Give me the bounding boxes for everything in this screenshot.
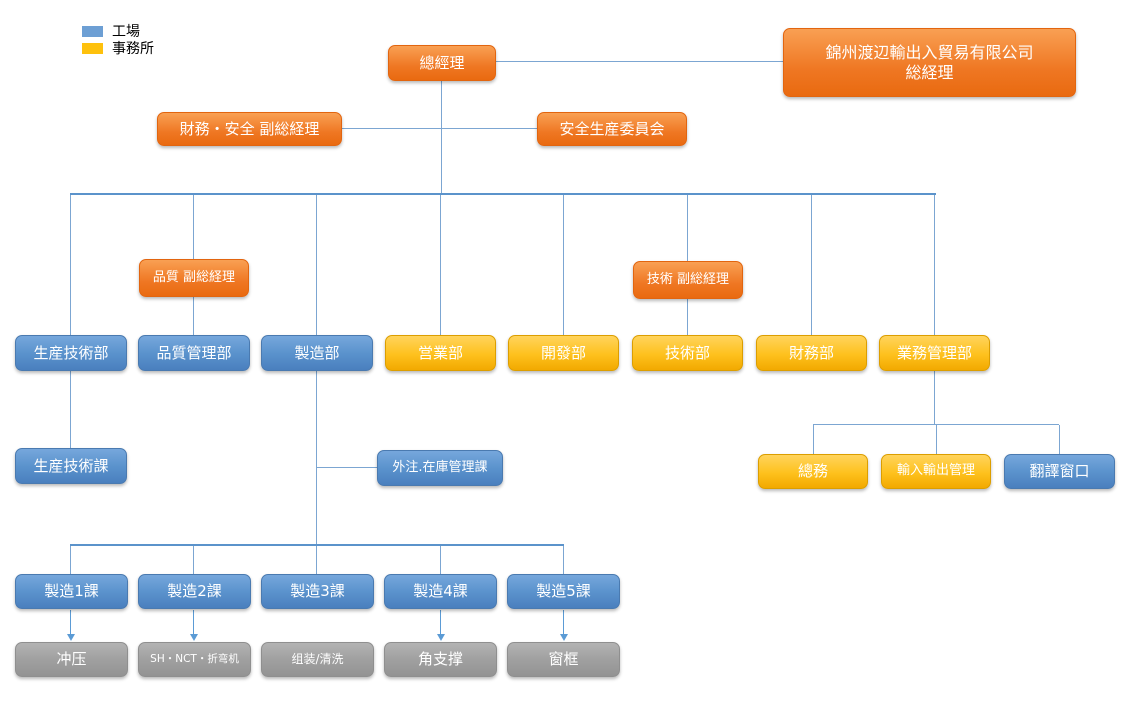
node-dept-production-tech: 生産技術部: [15, 335, 127, 371]
connector: [563, 546, 564, 574]
arrow-line: [193, 610, 194, 634]
arrow-line: [440, 610, 441, 634]
connector: [442, 128, 537, 129]
node-dept-sales: 営業部: [385, 335, 496, 371]
node-dept-technology: 技術部: [632, 335, 743, 371]
connector: [70, 195, 71, 335]
node-quality-vgm: 品質 副総経理: [139, 259, 249, 297]
node-dept-development: 開發部: [508, 335, 619, 371]
connector: [811, 195, 812, 335]
connector: [813, 425, 814, 454]
node-mfg-sec5: 製造5課: [507, 574, 620, 609]
node-sec-production-tech: 生産技術課: [15, 448, 127, 484]
connector: [936, 425, 937, 454]
node-dept-manufacturing: 製造部: [261, 335, 373, 371]
office-color-swatch: [82, 42, 103, 54]
arrow-down-icon: [560, 634, 568, 641]
connector: [70, 546, 71, 574]
connector: [70, 193, 936, 195]
node-sec-general-affairs: 總務: [758, 454, 868, 489]
node-company-title: 錦州渡辺輸出入貿易有限公司 総経理: [783, 28, 1076, 97]
node-tech-vgm: 技術 副総経理: [633, 261, 743, 299]
node-process-assembly-cleaning: 组装/清洗: [261, 642, 374, 677]
arrow-down-icon: [190, 634, 198, 641]
node-dept-quality-mgmt: 品質管理部: [138, 335, 250, 371]
node-sec-import-export: 輸入輸出管理: [881, 454, 991, 489]
connector: [441, 81, 442, 194]
legend-item-office: 事務所: [82, 40, 154, 57]
node-dept-finance: 財務部: [756, 335, 867, 371]
connector: [496, 61, 783, 62]
connector: [70, 371, 71, 449]
company-role: 総経理: [905, 62, 954, 82]
arrow-down-icon: [67, 634, 75, 641]
node-process-window-frame: 窗框: [507, 642, 620, 677]
connector: [1059, 425, 1060, 454]
connector: [316, 467, 377, 468]
connector: [440, 195, 441, 335]
arrow-down-icon: [437, 634, 445, 641]
connector: [70, 544, 564, 546]
node-safety-committee: 安全生産委員会: [537, 112, 687, 146]
legend-factory-label: 工場: [112, 24, 140, 40]
connector: [563, 195, 564, 335]
node-sec-outsource-inventory: 外注.在庫管理課: [377, 450, 503, 486]
node-process-corner-brace: 角支撑: [384, 642, 497, 677]
node-general-manager: 總經理: [388, 45, 496, 81]
node-sec-translation: 翻譯窗口: [1004, 454, 1115, 489]
node-process-sh-nct-bending: SH・NCT・折弯机: [138, 642, 251, 677]
connector: [342, 128, 441, 129]
factory-color-swatch: [82, 25, 103, 37]
connector: [316, 195, 317, 335]
node-dept-business-mgmt: 業務管理部: [879, 335, 990, 371]
connector: [934, 195, 935, 335]
node-finance-safety-vgm: 財務・安全 副総経理: [157, 112, 342, 146]
legend-item-factory: 工場: [82, 23, 154, 40]
node-mfg-sec2: 製造2課: [138, 574, 251, 609]
node-process-stamping: 冲压: [15, 642, 128, 677]
legend: 工場 事務所: [82, 23, 154, 57]
connector: [193, 546, 194, 574]
connector: [316, 546, 317, 574]
arrow-line: [563, 610, 564, 634]
node-mfg-sec4: 製造4課: [384, 574, 497, 609]
connector: [440, 546, 441, 574]
connector: [934, 371, 935, 425]
connector: [813, 424, 1059, 425]
connector: [316, 371, 317, 545]
node-mfg-sec1: 製造1課: [15, 574, 128, 609]
company-name: 錦州渡辺輸出入貿易有限公司: [825, 42, 1034, 62]
arrow-line: [70, 610, 71, 634]
node-mfg-sec3: 製造3課: [261, 574, 374, 609]
legend-office-label: 事務所: [112, 41, 154, 57]
